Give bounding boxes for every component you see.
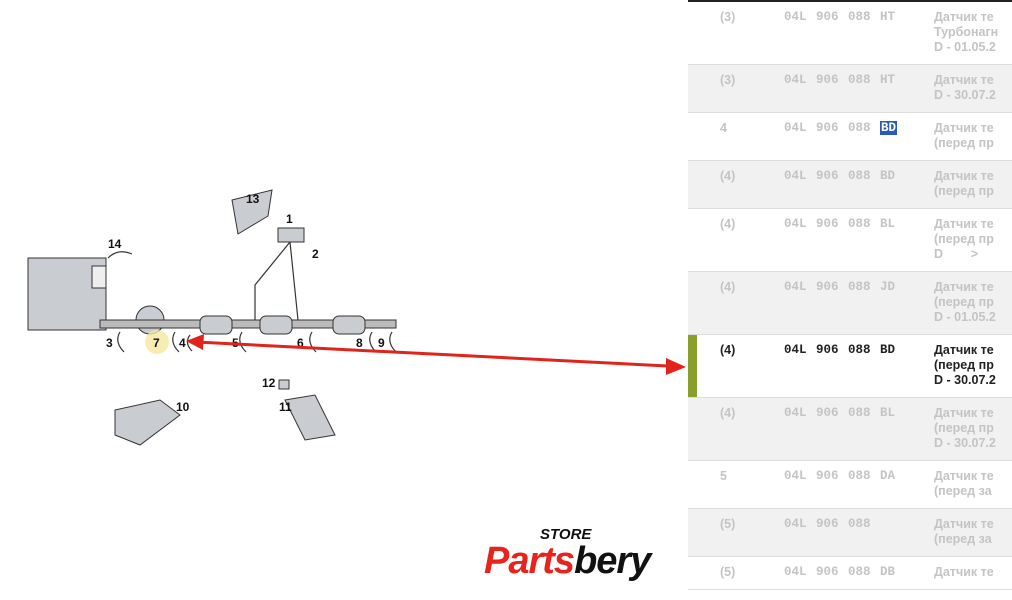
- part-number[interactable]: 04L 906 088 DB: [784, 565, 895, 579]
- part-number-suffix: BD: [880, 121, 898, 135]
- description: Датчик те (перед пр D >: [934, 217, 994, 261]
- parts-table: (3) 04L 906 088 HT Датчик те Турбонагн D -…: [688, 0, 1012, 590]
- table-row[interactable]: (4) 04L 906 088 BD Датчик те (перед пр D -…: [688, 335, 1012, 398]
- callout-2: 2: [312, 247, 319, 261]
- position: (4): [720, 406, 736, 420]
- table-row[interactable]: (4) 04L 906 088 BL Датчик те (перед пр D -…: [688, 398, 1012, 461]
- part-number[interactable]: 04L 906 088 BD: [784, 169, 895, 183]
- position: (4): [720, 217, 736, 231]
- callout-13: 13: [246, 192, 260, 206]
- part-number-base: 04L 906 088: [784, 343, 871, 357]
- sensor-1: [277, 227, 305, 243]
- callout-8: 8: [356, 336, 363, 350]
- part-number-suffix: BL: [880, 406, 896, 420]
- callout-1: 1: [286, 212, 293, 226]
- part-number-suffix: BL: [880, 217, 896, 231]
- part-number-base: 04L 906 088: [784, 10, 871, 24]
- part-number-base: 04L 906 088: [784, 217, 871, 231]
- description: Датчик те Турбонагн D - 01.05.2: [934, 10, 999, 54]
- part-number-base: 04L 906 088: [784, 73, 871, 87]
- part-number[interactable]: 04L 906 088 BD: [784, 343, 895, 357]
- table-row[interactable]: (5) 04L 906 088 Датчик те (перед за: [688, 509, 1012, 557]
- table-row[interactable]: 4 04L 906 088 BD Датчик те (перед пр: [688, 113, 1012, 161]
- callout-9: 9: [378, 336, 385, 350]
- part-number[interactable]: 04L 906 088 BL: [784, 406, 895, 420]
- part-number-base: 04L 906 088: [784, 280, 871, 294]
- nut-12: [278, 379, 290, 390]
- table-row[interactable]: 5 04L 906 088 DA Датчик те (перед за: [688, 461, 1012, 509]
- part-number[interactable]: 04L 906 088: [784, 517, 871, 531]
- logo-brand-black: bery: [574, 540, 651, 582]
- parts-diagram: 13 1 2 14 3 7 4 5 6 8 9 10 11 12: [27, 189, 686, 446]
- catalytic-converter-2: [259, 315, 293, 335]
- position: 5: [720, 469, 727, 483]
- table-row[interactable]: (4) 04L 906 088 BL Датчик те (перед пр D >: [688, 209, 1012, 272]
- position: (5): [720, 565, 736, 579]
- logo-brand-red: Parts: [484, 540, 575, 582]
- callout-3: 3: [106, 336, 113, 350]
- logo-store: STORE: [540, 526, 592, 543]
- part-number[interactable]: 04L 906 088 HT: [784, 10, 895, 24]
- description: Датчик те (перед пр D - 01.05.2: [934, 280, 996, 324]
- part-number-base: 04L 906 088: [784, 565, 871, 579]
- part-number-base: 04L 906 088: [784, 469, 871, 483]
- description: Датчик те (перед пр D - 30.07.2: [934, 406, 996, 450]
- position: (3): [720, 10, 736, 24]
- part-number-base: 04L 906 088: [784, 121, 871, 135]
- description: Датчик те (перед пр: [934, 169, 994, 198]
- callout-14: 14: [108, 237, 122, 251]
- part-number-base: 04L 906 088: [784, 517, 871, 531]
- part-number-suffix: JD: [880, 280, 896, 294]
- part-number[interactable]: 04L 906 088 DA: [784, 469, 895, 483]
- position: (4): [720, 169, 736, 183]
- part-number-suffix: DB: [880, 565, 896, 579]
- bracket-11: [284, 394, 336, 441]
- description: Датчик те (перед за: [934, 517, 994, 546]
- part-number-suffix: HT: [880, 73, 896, 87]
- description: Датчик те (перед пр D - 30.07.2: [934, 343, 996, 387]
- description: Датчик те D - 30.07.2: [934, 73, 996, 102]
- description: Датчик те (перед пр: [934, 121, 994, 150]
- red-arrow: [186, 334, 686, 375]
- table-row[interactable]: (4) 04L 906 088 BD Датчик те (перед пр: [688, 161, 1012, 209]
- callout-4: 4: [179, 336, 186, 350]
- part-number-suffix: BD: [880, 169, 896, 183]
- catalytic-converter-3: [332, 315, 366, 335]
- part-number-suffix: BD: [880, 343, 896, 357]
- position: (4): [720, 343, 736, 357]
- position: (4): [720, 280, 736, 294]
- position: 4: [720, 121, 727, 135]
- callout-7: 7: [153, 336, 160, 350]
- part-number[interactable]: 04L 906 088 BL: [784, 217, 895, 231]
- callout-6: 6: [297, 336, 304, 350]
- part-number-suffix: HT: [880, 10, 896, 24]
- table-row[interactable]: (3) 04L 906 088 HT Датчик те D - 30.07.2: [688, 65, 1012, 113]
- callout-10: 10: [176, 400, 190, 414]
- description: Датчик те: [934, 565, 994, 579]
- table-row[interactable]: (5) 04L 906 088 DB Датчик те: [688, 557, 1012, 590]
- description: Датчик те (перед за: [934, 469, 994, 498]
- callout-12: 12: [262, 376, 276, 390]
- table-row[interactable]: (4) 04L 906 088 JD Датчик те (перед пр D -…: [688, 272, 1012, 335]
- position: (5): [720, 517, 736, 531]
- part-number[interactable]: 04L 906 088 JD: [784, 280, 895, 294]
- bracket-10: [114, 399, 181, 446]
- callout-11: 11: [279, 400, 292, 414]
- table-row[interactable]: (3) 04L 906 088 HT Датчик те Турбонагн D -…: [688, 2, 1012, 65]
- catalytic-converter-1: [199, 315, 233, 335]
- part-number[interactable]: 04L 906 088 HT: [784, 73, 895, 87]
- bracket-13: [231, 189, 273, 235]
- part-number-suffix: DA: [880, 469, 896, 483]
- part-number-base: 04L 906 088: [784, 406, 871, 420]
- part-number[interactable]: 04L 906 088 BD: [784, 121, 898, 135]
- partsbery-logo: STORE Partsbery: [470, 522, 670, 588]
- part-number-base: 04L 906 088: [784, 169, 871, 183]
- selected-indicator: [688, 335, 697, 397]
- position: (3): [720, 73, 736, 87]
